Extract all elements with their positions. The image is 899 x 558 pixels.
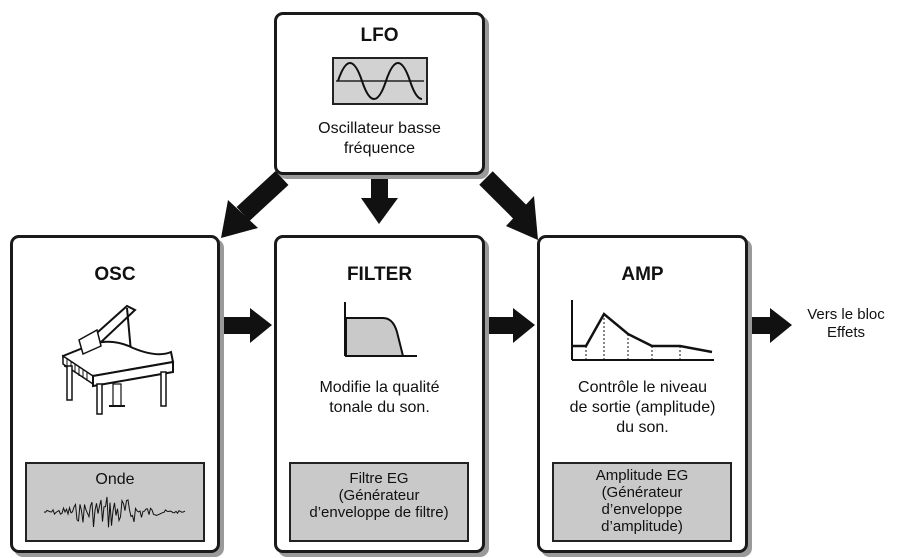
arrow-lfo-to-amp: [479, 171, 538, 240]
lfo-block: LFO Oscillateur basse fréquence: [274, 12, 485, 175]
output-line1: Vers le bloc: [807, 306, 885, 323]
arrow-lfo-to-filter: [361, 176, 398, 224]
amp-desc-line2: de sortie (amplitude): [569, 399, 716, 416]
arrow-lfo-to-osc: [221, 171, 289, 238]
lfo-desc-line2: fréquence: [343, 140, 416, 157]
amp-desc-line1: Contrôle le niveau: [578, 379, 707, 396]
lfo-description: Oscillateur basse fréquence: [277, 119, 482, 159]
lowpass-filter-icon: [339, 300, 419, 358]
waveform-icon: [43, 496, 186, 528]
amp-title: AMP: [621, 264, 664, 285]
filter-description: Modifie la qualité tonale du son.: [277, 378, 482, 418]
grand-piano-icon: [53, 300, 183, 420]
lfo-title: LFO: [360, 25, 399, 46]
arrow-amp-to-output: [750, 308, 792, 343]
filter-block: FILTER Modifie la qualité tonale du son.…: [274, 235, 485, 553]
filter-panel-line1: Filtre EG: [349, 470, 409, 487]
sine-wave-icon: [332, 57, 428, 105]
filter-eg-panel: Filtre EG (Générateur d’enveloppe de fil…: [289, 462, 469, 542]
arrow-osc-to-filter: [222, 308, 272, 343]
osc-title: OSC: [94, 264, 136, 285]
output-line2: Effets: [826, 324, 866, 341]
amp-block: AMP Contrôle le niveau de sortie (amplit…: [537, 235, 748, 553]
lfo-desc-line1: Oscillateur basse: [318, 120, 441, 137]
amp-eg-panel: Amplitude EG (Générateur d’enveloppe d’a…: [552, 462, 732, 542]
amp-panel-line4: d’amplitude): [601, 518, 683, 535]
amp-panel-line2: (Générateur: [601, 484, 683, 501]
filter-panel-line2: (Générateur: [338, 487, 420, 504]
amp-description: Contrôle le niveau de sortie (amplitude)…: [540, 378, 745, 438]
osc-wave-panel: Onde: [25, 462, 205, 542]
amp-desc-line3: du son.: [616, 419, 669, 436]
filter-title: FILTER: [346, 264, 413, 285]
osc-panel-label: Onde: [95, 471, 135, 488]
amp-panel-line1: Amplitude EG: [595, 467, 689, 484]
arrow-filter-to-amp: [485, 308, 535, 343]
output-label: Vers le bloc Effets: [796, 306, 896, 342]
filter-desc-line1: Modifie la qualité: [319, 379, 440, 396]
filter-panel-line3: d’enveloppe de filtre): [309, 504, 449, 521]
envelope-graph-icon: [566, 298, 716, 368]
osc-block: OSC Onde: [10, 235, 220, 553]
filter-desc-line2: tonale du son.: [329, 399, 430, 416]
amp-panel-line3: d’enveloppe: [601, 501, 683, 518]
